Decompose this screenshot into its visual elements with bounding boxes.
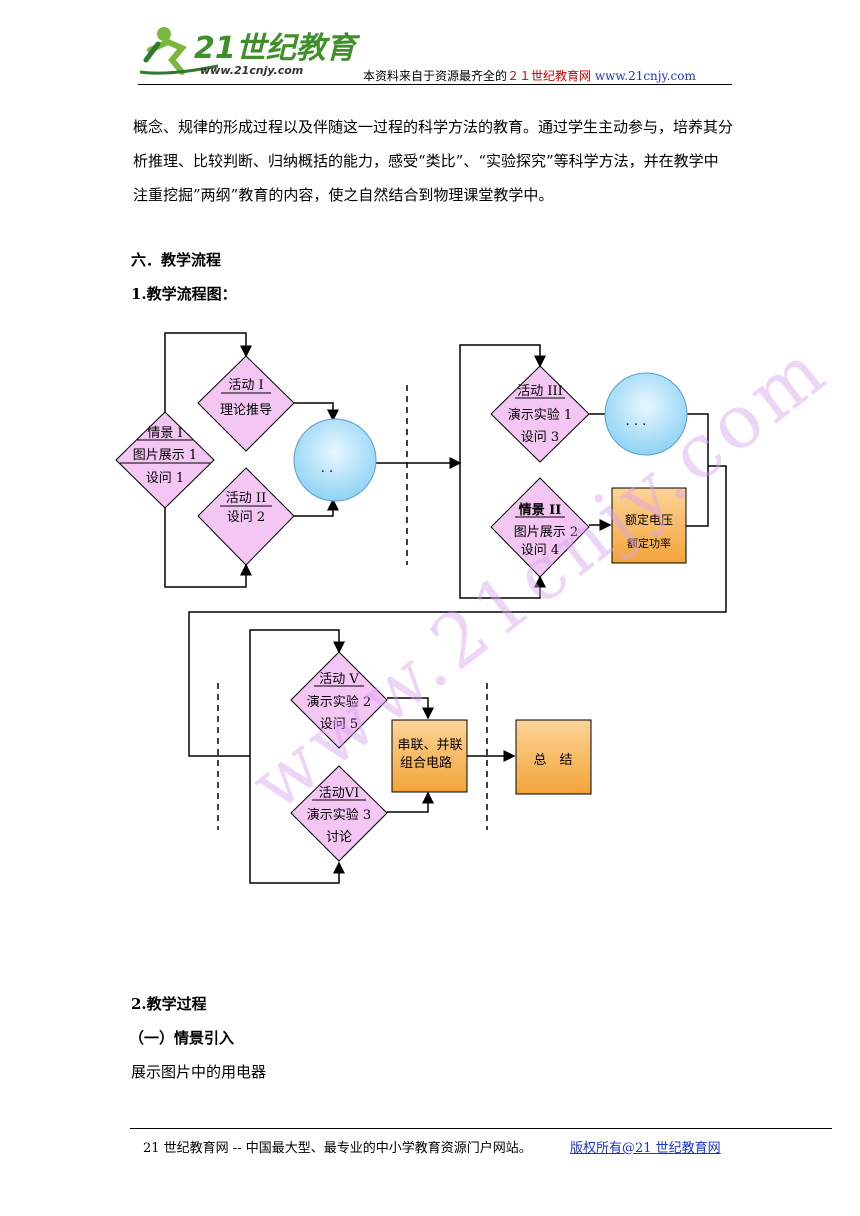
header-note-prefix: 本资料来自于资源最齐全的: [363, 69, 508, 83]
page-header: 21世纪教育 www.21cnjy.com 本资料来自于资源最齐全的２１世纪教育…: [0, 0, 860, 90]
activity-5-diamond: 活动 V 演示实验 2 设问 5: [290, 651, 388, 749]
svg-text:讨论: 讨论: [326, 830, 352, 845]
runner-logo-icon: [139, 27, 219, 75]
svg-text:总 结: 总 结: [533, 753, 572, 768]
teaching-flowchart: 情景 I 图片展示 1 设问 1 活动 I 理论推导 活动 II 设问 2 . …: [115, 332, 727, 884]
svg-text:活动 III: 活动 III: [517, 384, 563, 399]
activity-3-diamond: 活动 III 演示实验 1 设问 3: [490, 365, 590, 463]
svg-text:额定功率: 额定功率: [627, 536, 671, 550]
svg-text:情景 I: 情景 I: [147, 426, 182, 441]
svg-text:活动 I: 活动 I: [228, 378, 263, 393]
svg-text:活动 V: 活动 V: [319, 672, 359, 687]
svg-text:设问 4: 设问 4: [521, 543, 559, 558]
intro-paragraph: 概念、规律的形成过程以及伴随这一过程的科学方法的教育。通过学生主动参与，培养其分…: [133, 118, 734, 204]
svg-text:21世纪教育: 21世纪教育: [194, 31, 361, 66]
footer-text: 21 世纪教育网 -- 中国最大型、最专业的中小学教育资源门户网站。: [143, 1141, 532, 1156]
svg-text:理论推导: 理论推导: [220, 403, 272, 418]
footer-copyright-link[interactable]: 版权所有@21 世纪教育网: [570, 1141, 721, 1156]
activity-6-diamond: 活动VI 演示实验 3 讨论: [290, 765, 388, 862]
scene-1-diamond: 情景 I 图片展示 1 设问 1: [115, 411, 215, 509]
svg-text:www.21cnjy.com: www.21cnjy.com: [200, 64, 303, 77]
svg-text:设问 1: 设问 1: [146, 471, 184, 486]
header-divider: [138, 84, 732, 85]
svg-text:情景 II: 情景 II: [519, 502, 562, 518]
svg-text:设问 2: 设问 2: [227, 510, 265, 525]
svg-text:活动 II: 活动 II: [226, 491, 266, 506]
activity-1-diamond: 活动 I 理论推导: [197, 355, 295, 452]
svg-text:演示实验 2: 演示实验 2: [307, 694, 371, 710]
svg-text:图片展示 2: 图片展示 2: [514, 525, 578, 540]
activity-2-diamond: 活动 II 设问 2: [197, 467, 295, 566]
header-note: 本资料来自于资源最齐全的２１世纪教育网 www.21cnjy.com: [363, 67, 696, 84]
section-six-heading: 六．教学流程: [131, 251, 222, 269]
svg-text:组合电路: 组合电路: [400, 755, 452, 771]
body-line: 展示图片中的用电器: [131, 1063, 267, 1081]
rated-voltage-power-box: 额定电压 额定功率: [611, 487, 687, 564]
svg-text:演示实验 3: 演示实验 3: [307, 807, 371, 823]
flowchart-heading: 1.教学流程图：: [131, 285, 237, 303]
header-site-link[interactable]: ２１世纪教育网: [507, 69, 592, 83]
svg-text:设问 5: 设问 5: [320, 717, 358, 732]
svg-text:图片展示 1: 图片展示 1: [133, 448, 197, 463]
summary-circle-1: . .: [293, 418, 377, 502]
svg-text:. . .: . . .: [626, 414, 647, 429]
site-logo: 21世纪教育 www.21cnjy.com: [139, 27, 361, 77]
process-heading: 2.教学过程: [131, 995, 207, 1013]
svg-text:. .: . .: [321, 461, 333, 476]
summary-box: 总 结: [515, 719, 592, 795]
svg-text:设问 3: 设问 3: [521, 430, 559, 445]
scene-2-diamond: 情景 II 图片展示 2 设问 4: [490, 477, 590, 578]
subsection-heading: （一）情景引入: [129, 1029, 235, 1047]
header-url-link[interactable]: www.21cnjy.com: [594, 69, 696, 83]
svg-text:串联、并联: 串联、并联: [397, 738, 462, 753]
svg-text:额定电压: 额定电压: [625, 512, 673, 527]
summary-circle-2: . . .: [604, 372, 688, 456]
svg-text:活动VI: 活动VI: [319, 786, 360, 801]
combined-circuit-box: 串联、并联 组合电路: [391, 719, 468, 793]
footer-divider: [130, 1128, 832, 1129]
svg-text:演示实验 1: 演示实验 1: [508, 407, 572, 423]
